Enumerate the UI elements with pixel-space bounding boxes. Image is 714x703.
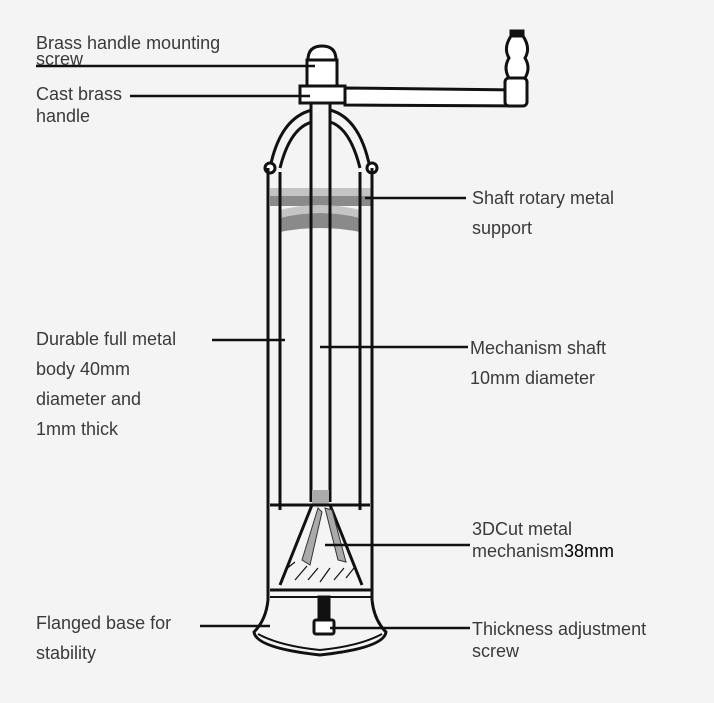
metal-body [266, 168, 374, 600]
label-line: diameter and [36, 389, 142, 409]
mechanism-size: 38mm [564, 541, 615, 561]
label-rotary-support: Shaft rotary metal support [472, 183, 614, 243]
label-body: Durable full metal body 40mm diameter an… [36, 324, 176, 444]
label-cast-handle: Cast brass handle [36, 83, 122, 127]
label-line: Mechanism shaft [470, 338, 607, 358]
support-band-dark [270, 196, 372, 206]
grinding-mechanism [270, 503, 372, 598]
label-base: Flanged base for stability [36, 608, 171, 668]
label-line: Durable full metal [36, 329, 177, 349]
label-mechanism: 3DCut metal mechanism38mm [472, 518, 614, 562]
label-line: Flanged base for [36, 613, 172, 633]
dome-frame [263, 108, 379, 175]
label-line: 3DCut metal [472, 519, 573, 539]
label-line: 10mm diameter [470, 368, 596, 388]
label-adjust-screw: Thickness adjustment screw [472, 618, 646, 662]
label-line: Shaft rotary metal [472, 188, 615, 208]
flanged-base [252, 595, 388, 657]
support-band-light [270, 188, 372, 196]
label-line: Thickness adjustment [472, 619, 647, 639]
crank-handle [298, 29, 530, 108]
label-line: mechanism [472, 541, 565, 561]
leader-lines [36, 64, 470, 630]
label-line: screw [36, 49, 84, 69]
mechanism-shaft [309, 103, 332, 504]
label-line: stability [36, 643, 97, 663]
label-line: Brass handle mounting [36, 33, 221, 53]
label-shaft: Mechanism shaft 10mm diameter [470, 333, 606, 393]
label-line: Cast brass [36, 84, 123, 104]
label-line: support [472, 218, 533, 238]
label-line: body 40mm [36, 359, 131, 379]
label-mounting-screw: Brass handle mounting screw [36, 32, 220, 70]
label-line: 1mm thick [36, 419, 119, 439]
label-line: handle [36, 106, 91, 126]
label-line: screw [472, 641, 520, 661]
